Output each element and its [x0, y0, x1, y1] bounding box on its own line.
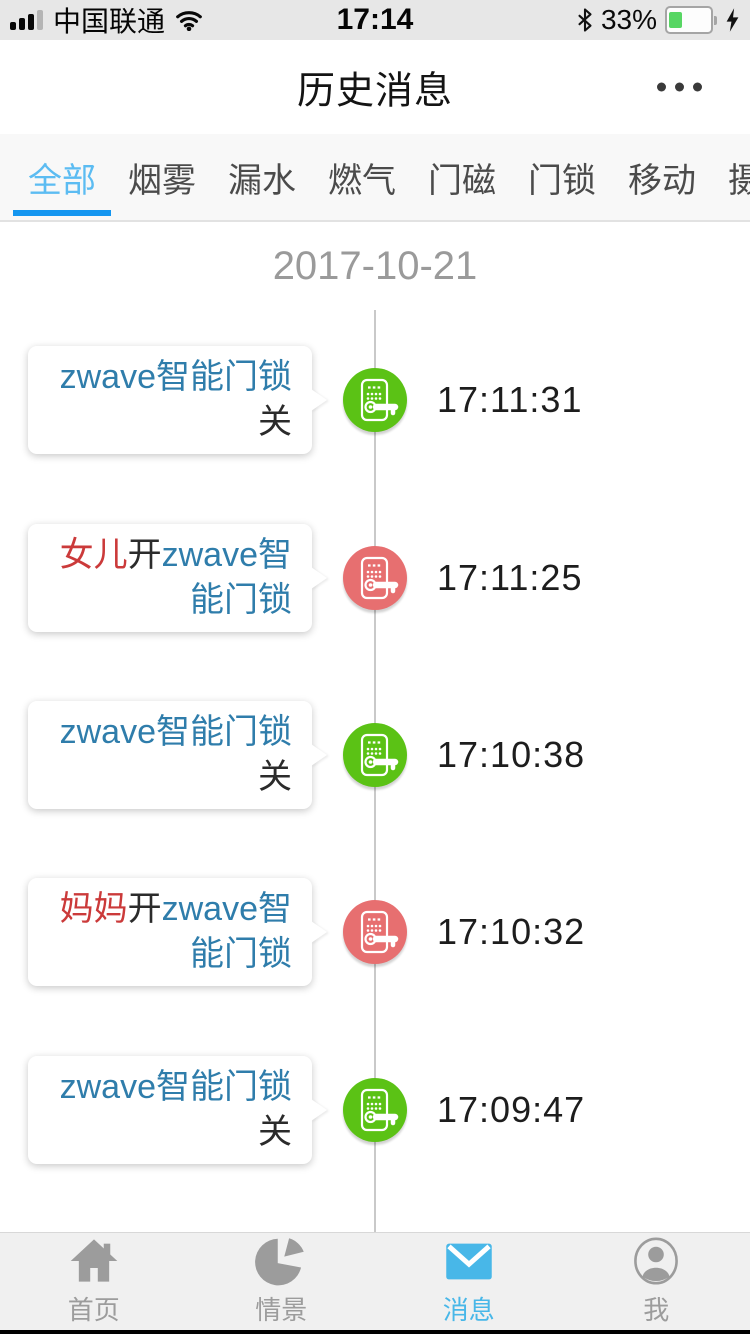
- bluetooth-icon: [578, 8, 592, 32]
- nav-label: 消息: [442, 1295, 495, 1325]
- event-bubble[interactable]: 女儿开zwave智 能门锁: [28, 524, 327, 632]
- event-bubble[interactable]: zwave智能门锁 关: [28, 1056, 327, 1164]
- door-lock-icon: [360, 556, 399, 600]
- bottom-edge-bar: [0, 1330, 750, 1334]
- event-time: 17:11:31: [437, 379, 583, 420]
- lock-closed-status-icon: [343, 368, 407, 432]
- event-time: 17:10:32: [437, 911, 586, 952]
- lock-opened-status-icon: [343, 546, 407, 610]
- bubble-pointer: [311, 921, 327, 943]
- bubble-pointer: [311, 389, 327, 411]
- lock-opened-status-icon: [343, 900, 407, 964]
- tab-door-lock[interactable]: 门锁: [528, 161, 596, 200]
- tab-gas[interactable]: 燃气: [328, 161, 396, 200]
- profile-user-icon: [634, 1237, 679, 1285]
- tab-door-magnet[interactable]: 门磁: [428, 161, 496, 200]
- event-time: 17:09:47: [437, 1089, 586, 1130]
- tab-camera[interactable]: 摄: [728, 134, 750, 220]
- action-text: 关: [258, 1113, 292, 1151]
- action-text: 关: [258, 758, 292, 796]
- scene-pie-icon: [255, 1238, 304, 1286]
- lock-closed-status-icon: [343, 723, 407, 787]
- nav-label: 情景: [255, 1295, 308, 1325]
- door-lock-icon: [360, 1088, 399, 1132]
- device-name-text: zwave智能门锁: [59, 713, 292, 751]
- nav-label: 我: [643, 1295, 670, 1325]
- bottom-nav-bar: 首页 情景 消息 我: [0, 1232, 750, 1330]
- person-name-text: 女儿: [59, 536, 128, 574]
- nav-item-me[interactable]: 我: [563, 1233, 750, 1330]
- device-name-text: zwave智能门锁: [59, 1068, 292, 1106]
- device-name-text: zwave智: [161, 536, 292, 574]
- device-name-text: zwave智能门锁: [59, 358, 292, 396]
- bubble-pointer: [311, 744, 327, 766]
- device-name-text: 能门锁: [190, 581, 292, 619]
- more-button[interactable]: [653, 69, 706, 106]
- event-time: 17:11:25: [437, 557, 583, 598]
- wifi-icon: [176, 11, 202, 31]
- tab-all[interactable]: 全部: [13, 134, 111, 220]
- event-bubble[interactable]: zwave智能门锁 关: [28, 346, 327, 454]
- action-text: 开: [127, 536, 162, 574]
- message-envelope-icon: [446, 1243, 492, 1280]
- nav-item-scenes[interactable]: 情景: [188, 1233, 376, 1330]
- battery-icon: [665, 6, 717, 34]
- message-timeline: 2017-10-21 zwave智能门锁 关: [0, 222, 750, 1232]
- event-time: 17:10:38: [437, 734, 586, 775]
- filter-tab-bar: 全部 烟雾 漏水 燃气 门磁 门锁 移动 摄: [0, 134, 750, 222]
- home-icon: [70, 1239, 118, 1282]
- device-name-text: zwave智: [161, 890, 292, 928]
- tab-water-leak[interactable]: 漏水: [228, 161, 296, 200]
- ellipsis-more-icon: [657, 82, 666, 92]
- tab-motion[interactable]: 移动: [628, 161, 696, 200]
- bubble-pointer: [311, 567, 327, 589]
- action-text: 关: [258, 403, 292, 441]
- date-header: 2017-10-21: [272, 244, 478, 288]
- device-name-text: 能门锁: [190, 935, 292, 973]
- nav-item-messages[interactable]: 消息: [375, 1233, 563, 1330]
- event-bubble[interactable]: 妈妈开zwave智 能门锁: [28, 878, 327, 986]
- battery-percent-label: 33%: [600, 4, 657, 35]
- carrier-label: 中国联通: [53, 6, 166, 37]
- status-bar: 中国联通 17:14 33%: [0, 0, 750, 40]
- page-title: 历史消息: [296, 70, 453, 113]
- door-lock-icon: [360, 910, 399, 954]
- action-text: 开: [127, 890, 162, 928]
- door-lock-icon: [360, 733, 399, 777]
- page-header: 历史消息: [0, 40, 750, 134]
- nav-label: 首页: [67, 1295, 120, 1325]
- cellular-signal-icon: [10, 10, 43, 30]
- tab-smoke[interactable]: 烟雾: [128, 161, 196, 200]
- charging-lightning-icon: [726, 8, 739, 32]
- event-bubble[interactable]: zwave智能门锁 关: [28, 701, 327, 809]
- nav-item-home[interactable]: 首页: [0, 1233, 188, 1330]
- door-lock-icon: [360, 378, 399, 422]
- lock-closed-status-icon: [343, 1078, 407, 1142]
- person-name-text: 妈妈: [59, 890, 128, 928]
- bubble-pointer: [311, 1099, 327, 1121]
